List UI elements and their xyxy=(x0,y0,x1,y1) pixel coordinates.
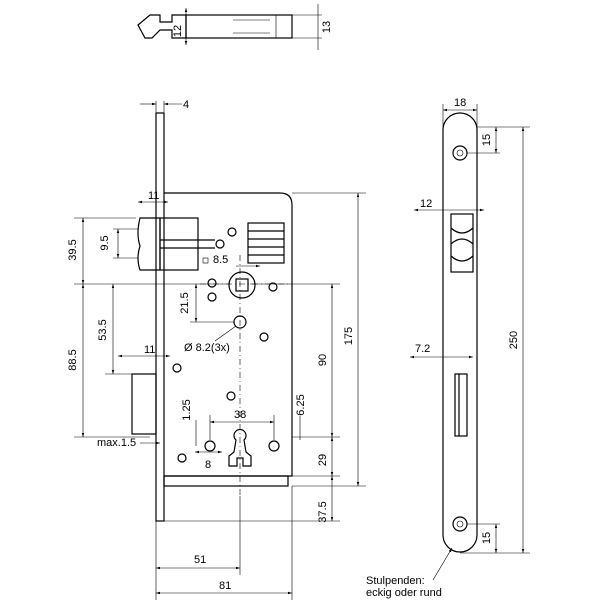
screw-hole-upper xyxy=(227,227,237,237)
hole-right xyxy=(268,282,278,292)
hole-bolt-side xyxy=(172,363,182,373)
latch-profile xyxy=(450,227,474,262)
latch-opening xyxy=(450,213,474,273)
lower-hole-right xyxy=(268,440,280,452)
hole-lower-center xyxy=(226,391,236,401)
side-view: 18 15 12 250 7.2 15 Stulpenden: eckig od… xyxy=(366,97,530,599)
dim-bolt-width: 7.2 xyxy=(415,343,430,355)
latch-body xyxy=(159,217,199,271)
leader-note xyxy=(432,547,453,581)
dim-bottom-hole: 15 xyxy=(481,532,493,544)
bolt-opening xyxy=(454,373,468,437)
dim-distance: 90 xyxy=(317,354,329,366)
lower-hole-left xyxy=(204,440,216,452)
dim-bolt-offset: 11 xyxy=(144,344,155,356)
follower-square xyxy=(235,278,249,292)
square-symbol xyxy=(202,257,209,264)
latch-bolt xyxy=(137,217,161,271)
dim-latch-offset: 11 xyxy=(148,190,159,202)
dim-latch-width: 12 xyxy=(420,198,432,210)
note-line-1: Stulpenden: xyxy=(366,575,425,587)
dim-follower-keyhole: 53.5 xyxy=(97,319,109,340)
front-view: 8.5 4 11 39.5 88.5 xyxy=(67,99,366,600)
lock-case-outline xyxy=(164,192,293,477)
dim-keyhole-height: 29 xyxy=(317,454,329,466)
faceplate-front xyxy=(155,112,165,522)
follower-hub xyxy=(228,271,256,299)
dim-top-height-left: 12 xyxy=(172,25,184,37)
dim-bolt-throw: max.1.5 xyxy=(97,437,136,449)
case-bottom-rail xyxy=(163,475,289,487)
dim-case-height: 175 xyxy=(343,327,355,345)
dim-keyhole-width: 8 xyxy=(205,459,211,471)
keyhole xyxy=(228,429,252,467)
dim-latch-height: 9.5 xyxy=(99,235,111,250)
faceplate-hole-top-inner xyxy=(456,149,464,157)
dim-follower-bottom: 88.5 xyxy=(67,349,79,370)
dim-screw-holes: Ø 8.2(3x) xyxy=(184,342,230,354)
dim-top-height-right: 13 xyxy=(321,21,333,33)
faceplate-hole-bottom-inner xyxy=(456,520,464,528)
latch-rod-end xyxy=(215,239,225,249)
dim-follower-screw: 21.5 xyxy=(179,292,191,313)
dim-keyhole-spacing: 38 xyxy=(234,409,246,421)
hole-left xyxy=(207,292,217,302)
dim-latch-top: 39.5 xyxy=(67,239,79,260)
hole-left-upper xyxy=(207,278,217,288)
leader-screw-holes xyxy=(214,325,237,342)
deadbolt xyxy=(131,373,157,435)
dim-small-a: 1.25 xyxy=(181,399,193,420)
dim-faceplate-length: 250 xyxy=(508,331,520,349)
faceplate-hole-top xyxy=(452,145,468,161)
hole-center-right xyxy=(259,332,269,342)
dim-top-hole: 15 xyxy=(481,134,493,146)
dim-bottom-offset: 37.5 xyxy=(317,501,329,522)
dim-backset: 51 xyxy=(194,554,206,566)
dim-faceplate-thickness: 4 xyxy=(183,99,189,111)
dim-case-depth: 81 xyxy=(219,580,231,592)
dim-small-b: 6.25 xyxy=(295,394,307,415)
top-view: 12 13 xyxy=(137,4,333,50)
faceplate-hole-bottom xyxy=(452,516,468,532)
hole-bottom-left xyxy=(177,453,187,463)
lever-plates xyxy=(247,222,285,264)
dim-follower-square: 8.5 xyxy=(213,254,228,266)
dim-faceplate-width: 18 xyxy=(454,97,466,109)
note-line-2: eckig oder rund xyxy=(366,587,442,599)
faceplate-side xyxy=(442,112,478,553)
